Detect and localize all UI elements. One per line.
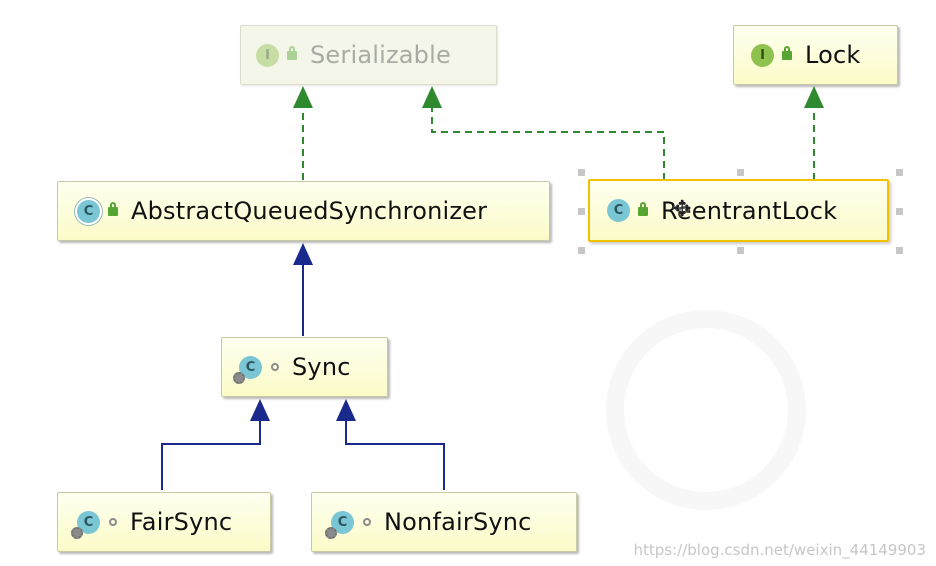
node-abstract-queued-synchronizer[interactable]: C AbstractQueuedSynchronizer [57,181,550,241]
node-label: FairSync [130,508,233,536]
selection-handle[interactable] [896,169,903,176]
edge-nonfairsync-extends-sync [345,418,445,490]
selection-handle[interactable] [737,247,744,254]
node-serializable[interactable]: I Serializable [240,25,497,85]
selection-handle[interactable] [737,169,744,176]
interface-icon: I [256,43,279,67]
selection-handle[interactable] [578,169,585,176]
public-lock-icon [108,202,118,216]
gear-icon [71,526,83,539]
node-label: Serializable [310,41,451,69]
arrowhead-sync-right [336,399,356,421]
selection-handle[interactable] [578,247,585,254]
edge-fairsync-extends-sync [161,418,261,490]
package-private-icon [271,363,279,371]
node-label: NonfairSync [384,508,532,536]
watermark-text: https://blog.csdn.net/weixin_44149903 [633,541,926,559]
node-label: Lock [805,41,861,69]
gear-icon [233,371,245,384]
arrowhead-serializable-left [293,86,313,108]
public-lock-icon [638,201,648,216]
inner-class-icon: C [325,510,354,539]
package-private-icon [109,518,117,526]
move-cursor-icon: ✥ [673,197,692,222]
selection-handle[interactable] [896,208,903,215]
node-fair-sync[interactable]: C FairSync [57,492,271,552]
arrowhead-sync-left [250,399,270,421]
edge-reentrant-implements-serializable [431,104,665,180]
arrowhead-lock [804,86,824,108]
node-sync[interactable]: C Sync [221,337,388,397]
gear-icon [325,526,337,539]
node-reentrant-lock[interactable]: C ReentrantLock [588,179,889,242]
arrowhead-aqs [293,243,313,265]
node-label: Sync [292,353,351,381]
abstract-class-icon: C [77,199,100,223]
abstract-inner-class-icon: C [233,355,262,384]
inner-class-icon: C [71,510,100,539]
node-lock[interactable]: I Lock [733,25,898,85]
selection-handle[interactable] [896,247,903,254]
node-label: ReentrantLock [661,196,838,225]
interface-icon: I [751,43,774,67]
public-lock-icon [287,46,297,60]
class-icon: C [607,199,630,222]
public-lock-icon [782,46,792,60]
node-label: AbstractQueuedSynchronizer [131,197,488,225]
package-private-icon [363,518,371,526]
selection-handle[interactable] [578,208,585,215]
arrowhead-serializable-right [422,86,442,108]
node-nonfair-sync[interactable]: C NonfairSync [311,492,577,552]
